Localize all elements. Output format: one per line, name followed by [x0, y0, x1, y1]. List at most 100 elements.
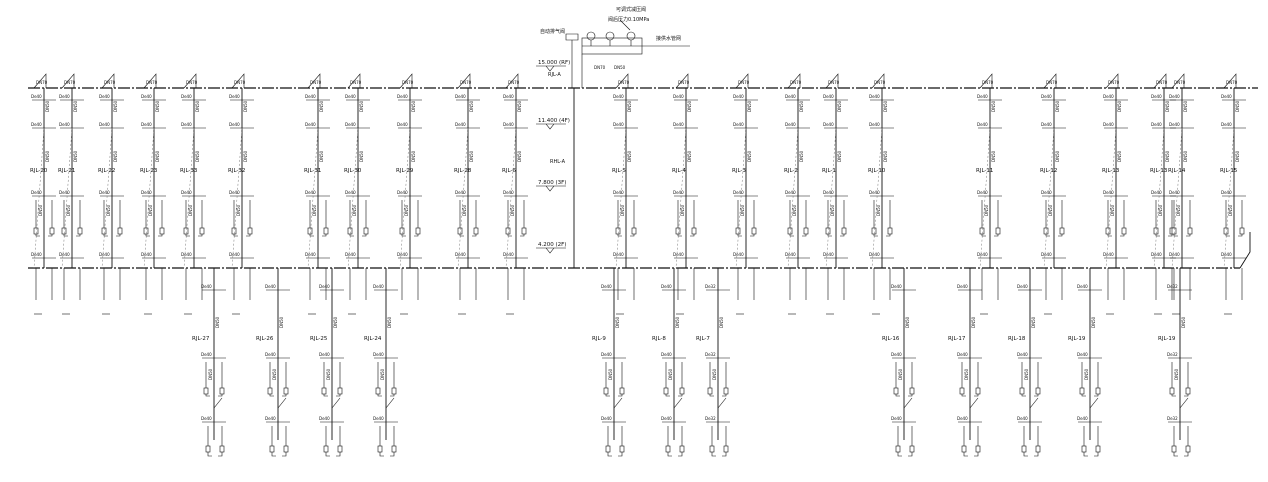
branch-size: De32	[1167, 416, 1178, 421]
valve-icon	[283, 387, 289, 395]
riser-size: DN50	[208, 368, 213, 380]
riser-size: DN50	[1110, 204, 1115, 216]
branch-size: De40	[181, 94, 192, 99]
branch-size: De40	[1169, 122, 1180, 127]
fixture-stub	[1173, 200, 1191, 237]
diag-mark	[613, 397, 623, 409]
riser-size: DN50	[608, 368, 613, 380]
auto-vent-label: 自动排气阀	[540, 28, 565, 35]
branch-size: De40	[99, 252, 110, 257]
main-size: DN70	[64, 80, 76, 85]
valve-icon	[49, 227, 55, 235]
branch-size: De40	[201, 416, 212, 421]
rhl-main-label: RHL-A	[550, 159, 566, 165]
valve-icon	[347, 227, 353, 235]
main-size: DN70	[874, 80, 886, 85]
riser-size: DN50	[404, 204, 409, 216]
riser-size: DN50	[984, 204, 989, 216]
leader-line	[825, 127, 837, 269]
valve-icon	[323, 445, 329, 453]
drop-stub	[981, 268, 999, 300]
fixture-stub	[1023, 426, 1039, 457]
branch-size: De40	[345, 190, 356, 195]
leader-line	[143, 127, 155, 269]
branch-size: De40	[99, 122, 110, 127]
valve-icon	[375, 387, 381, 395]
riser-size: DN50	[319, 150, 324, 162]
fixture-stub	[309, 200, 327, 237]
branch-size: De40	[1103, 190, 1114, 195]
branch-size: De40	[673, 190, 684, 195]
valve-icon	[1169, 387, 1175, 395]
roof-vent-icon	[1105, 73, 1119, 89]
riser-name: RJL-22	[98, 168, 115, 174]
riser-size: DN50	[905, 316, 910, 328]
riser-name: RJL-14	[1168, 168, 1186, 174]
leader-line	[101, 127, 113, 269]
branch-size: De40	[397, 252, 408, 257]
elevation-symbol	[536, 65, 566, 72]
valve-icon	[615, 227, 621, 235]
riser-name: RJL-5	[612, 168, 626, 174]
drop-stub	[677, 268, 695, 300]
header-dn-b: DN50	[614, 65, 626, 70]
branch-size: De40	[869, 94, 880, 99]
riser-name: RJL-13	[1102, 168, 1120, 174]
riser-name: RJL-23	[140, 168, 158, 174]
fixture-stub	[1045, 200, 1063, 237]
leader-line	[675, 127, 687, 269]
riser-size: DN50	[411, 150, 416, 162]
drop-stub	[63, 268, 81, 300]
branch-size: De40	[1221, 252, 1232, 257]
riser-size: DN50	[1048, 204, 1053, 216]
diag-mark	[717, 397, 727, 409]
riser-size: DN50	[195, 100, 200, 112]
branch-size: De40	[1041, 122, 1052, 127]
fixture-stub	[897, 426, 913, 457]
valve-icon	[521, 227, 527, 235]
branch-size: De40	[1041, 94, 1052, 99]
riser-size: DN50	[1055, 150, 1060, 162]
branch-size: De40	[229, 122, 240, 127]
branch-size: De40	[869, 122, 880, 127]
valve-icon	[219, 387, 225, 395]
main-size: DN70	[982, 80, 994, 85]
riser-size: DN50	[155, 100, 160, 112]
valve-icon	[723, 445, 729, 453]
riser-name: RJL-32	[228, 168, 245, 174]
drop-stub	[309, 268, 327, 300]
riser-size: DN50	[668, 368, 673, 380]
roof-vent-icon	[675, 73, 689, 89]
lower-riser-group: De40De40De40RJL-27DN50DN50De40De40De40RJ…	[192, 268, 1192, 457]
valve-icon	[269, 445, 275, 453]
main-size: DN70	[1108, 80, 1120, 85]
drop-stub	[1173, 268, 1191, 300]
leader-line	[457, 127, 469, 269]
branch-size: De40	[305, 190, 316, 195]
riser-name: RJL-11	[976, 168, 993, 174]
riser-size: DN50	[883, 100, 888, 112]
valve-icon	[959, 387, 965, 395]
leader-line	[231, 127, 243, 269]
fixture-stub	[789, 200, 807, 237]
riser-name: RJL-10	[868, 168, 886, 174]
leader-line	[505, 127, 517, 269]
riser-name: RJL-15	[1220, 168, 1238, 174]
leader-line	[1105, 127, 1117, 269]
main-size: DN70	[350, 80, 362, 85]
branch-size: De40	[31, 252, 42, 257]
fixture-stub	[1155, 200, 1173, 237]
branch-size: De40	[733, 190, 744, 195]
branch-size: De40	[31, 122, 42, 127]
riser-size: DN50	[1055, 100, 1060, 112]
branch-size: De40	[305, 122, 316, 127]
valve-icon	[665, 445, 671, 453]
valve-icon	[323, 227, 329, 235]
roof-vent-icon	[735, 73, 749, 89]
riser-size: DN50	[215, 316, 220, 328]
riser-size: DN50	[1084, 368, 1089, 380]
drop-stub	[349, 268, 367, 300]
branch-size: De40	[785, 122, 796, 127]
